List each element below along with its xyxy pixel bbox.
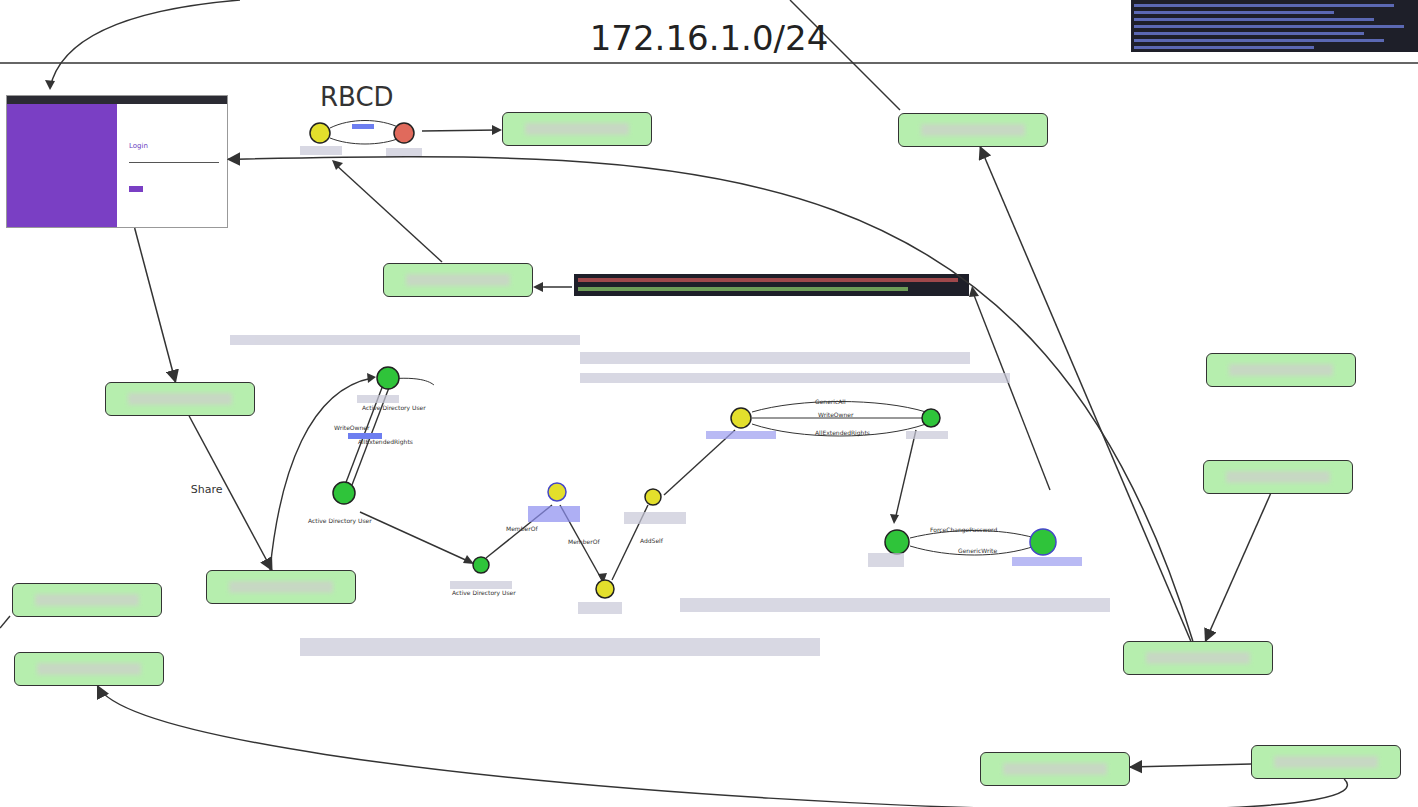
graph-label: GenericWrite (958, 547, 997, 554)
background-art (7, 104, 117, 227)
blurred-text (406, 274, 510, 286)
process-box (105, 382, 255, 416)
blurred-text (35, 594, 139, 606)
graph-label: MemberOf (506, 525, 538, 532)
blurred-text (128, 393, 232, 405)
input-line (129, 162, 219, 163)
process-box (383, 263, 533, 297)
connector (1130, 764, 1251, 767)
process-box (14, 652, 164, 686)
blurred-text (1229, 364, 1333, 376)
edge-label: Share (191, 483, 223, 496)
window-bar (7, 96, 227, 104)
login-screenshot: Login (6, 95, 228, 228)
graph-label: MemberOf (568, 538, 600, 545)
divider-line (0, 62, 1418, 63)
process-box (502, 112, 652, 146)
login-button (129, 186, 143, 192)
blurred-text (1226, 471, 1330, 483)
connector (228, 157, 1193, 641)
process-box (980, 752, 1130, 786)
connector (980, 147, 1191, 641)
process-box (206, 570, 356, 604)
graph-label: WriteOwner (334, 424, 369, 431)
blurred-text (1146, 652, 1250, 664)
process-box (12, 583, 162, 617)
terminal-text (1134, 4, 1404, 49)
process-box (1251, 745, 1401, 779)
graph-label: WriteOwner (818, 411, 853, 418)
blurred-text (229, 581, 333, 593)
diagram-title: 172.16.1.0/24 (0, 18, 1418, 58)
graph-label: AllExtendedRights (358, 438, 413, 445)
blurred-text (1003, 763, 1107, 775)
process-box (1203, 460, 1353, 494)
process-box (1206, 353, 1356, 387)
graph-label: AddSelf (640, 537, 663, 544)
login-heading: Login (129, 142, 148, 150)
terminal-text (578, 278, 958, 282)
terminal-shot (574, 274, 969, 296)
connector (98, 686, 1348, 807)
highlight (352, 124, 374, 129)
connector (189, 416, 272, 570)
terminal-shot (1131, 0, 1418, 52)
process-box (1123, 641, 1273, 675)
connector (1206, 494, 1271, 641)
terminal-text (578, 287, 908, 291)
section-label: RBCD (320, 82, 394, 112)
process-box (898, 113, 1048, 147)
blurred-text (921, 124, 1025, 136)
graph-label: GenericAll (815, 398, 846, 405)
graph-label: AllExtendedRights (815, 429, 870, 436)
blurred-text (230, 146, 1110, 656)
graph-label: ForceChangePassword (930, 526, 997, 533)
connector (135, 228, 176, 382)
graph-label: Active Directory User (308, 517, 372, 524)
leader-lines (0, 0, 1050, 628)
graph-icons (310, 123, 1056, 598)
blurred-text (37, 663, 141, 675)
blurred-text (525, 123, 629, 135)
blurred-text (1274, 756, 1378, 768)
graph-label: Active Directory User (452, 589, 516, 596)
graph-label: Active Directory User (362, 404, 426, 411)
